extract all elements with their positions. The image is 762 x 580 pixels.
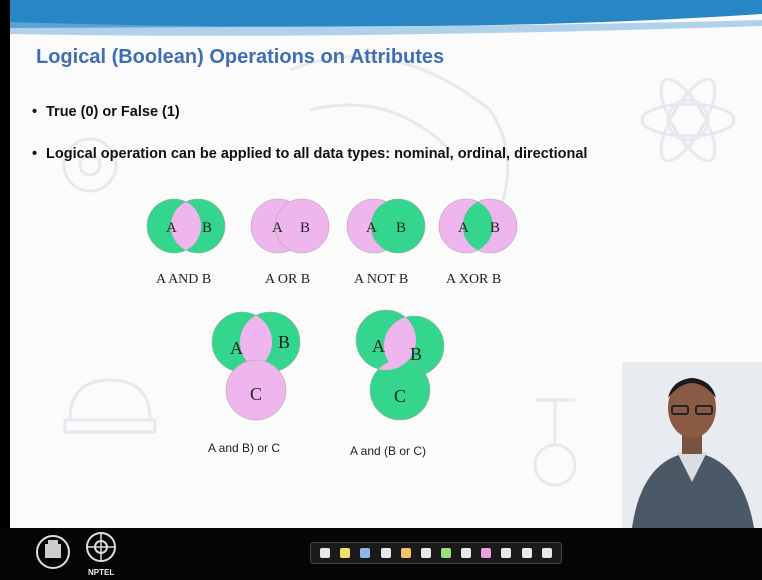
highlighter-icon[interactable] bbox=[340, 548, 350, 558]
bullet-text: True (0) or False (1) bbox=[46, 104, 180, 120]
venn-and-diagram: A B bbox=[146, 192, 226, 260]
set-b-label: B bbox=[490, 220, 500, 236]
annotation-toolbar bbox=[310, 542, 562, 564]
set-b-label: B bbox=[396, 220, 406, 236]
pointer-icon[interactable] bbox=[320, 548, 330, 558]
set-b-label: B bbox=[300, 220, 310, 236]
set-b-label: B bbox=[202, 220, 212, 236]
set-c-label: C bbox=[394, 386, 406, 406]
set-a-label: A bbox=[372, 336, 385, 356]
venn-xor-caption: A XOR B bbox=[446, 272, 501, 288]
shape-icon[interactable] bbox=[481, 548, 491, 558]
venn-a-and-b-or-c-diagram: A B C bbox=[350, 302, 450, 430]
iit-kgp-logo-icon bbox=[36, 532, 70, 572]
marker-icon[interactable] bbox=[381, 548, 391, 558]
set-a-label: A bbox=[458, 220, 469, 236]
venn-not-caption: A NOT B bbox=[354, 272, 408, 288]
bottom-bar: NPTEL bbox=[0, 528, 762, 580]
slide-title: Logical (Boolean) Operations on Attribut… bbox=[36, 46, 444, 69]
set-a-label: A bbox=[366, 220, 377, 236]
set-c-label: C bbox=[250, 384, 262, 404]
bullet-item: •Logical operation can be applied to all… bbox=[32, 146, 587, 162]
arrow-icon[interactable] bbox=[461, 548, 471, 558]
bullet-dot-icon: • bbox=[32, 104, 46, 120]
clear-icon[interactable] bbox=[542, 548, 552, 558]
set-a-label: A bbox=[166, 220, 177, 236]
set-b-label: B bbox=[410, 344, 422, 364]
nptel-logo-icon: NPTEL bbox=[84, 530, 118, 578]
venn-xor-diagram: A B bbox=[438, 192, 518, 260]
set-b-label: B bbox=[278, 332, 290, 352]
venn-and-or-c-diagram: A B C bbox=[206, 302, 306, 430]
undo-icon[interactable] bbox=[501, 548, 511, 558]
bullet-text: Logical operation can be applied to all … bbox=[46, 146, 587, 162]
venn-or-caption: A OR B bbox=[265, 272, 310, 288]
text-icon[interactable] bbox=[421, 548, 431, 558]
slide: Logical (Boolean) Operations on Attribut… bbox=[10, 0, 762, 528]
bullet-item: •True (0) or False (1) bbox=[32, 104, 180, 120]
bullet-dot-icon: • bbox=[32, 146, 46, 162]
venn-or-diagram: A B bbox=[250, 192, 330, 260]
venn-and-or-c-caption: A and B) or C bbox=[208, 441, 280, 455]
venn-not-diagram: A B bbox=[346, 192, 426, 260]
line-icon[interactable] bbox=[441, 548, 451, 558]
venn-and-caption: A AND B bbox=[156, 272, 211, 288]
set-a-label: A bbox=[272, 220, 283, 236]
eraser-icon[interactable] bbox=[401, 548, 411, 558]
set-a-label: A bbox=[230, 338, 243, 358]
redo-icon[interactable] bbox=[522, 548, 532, 558]
presenter-video bbox=[622, 362, 762, 528]
pen-icon[interactable] bbox=[360, 548, 370, 558]
venn-a-and-b-or-c-caption: A and (B or C) bbox=[350, 444, 426, 458]
nptel-text: NPTEL bbox=[88, 568, 114, 577]
